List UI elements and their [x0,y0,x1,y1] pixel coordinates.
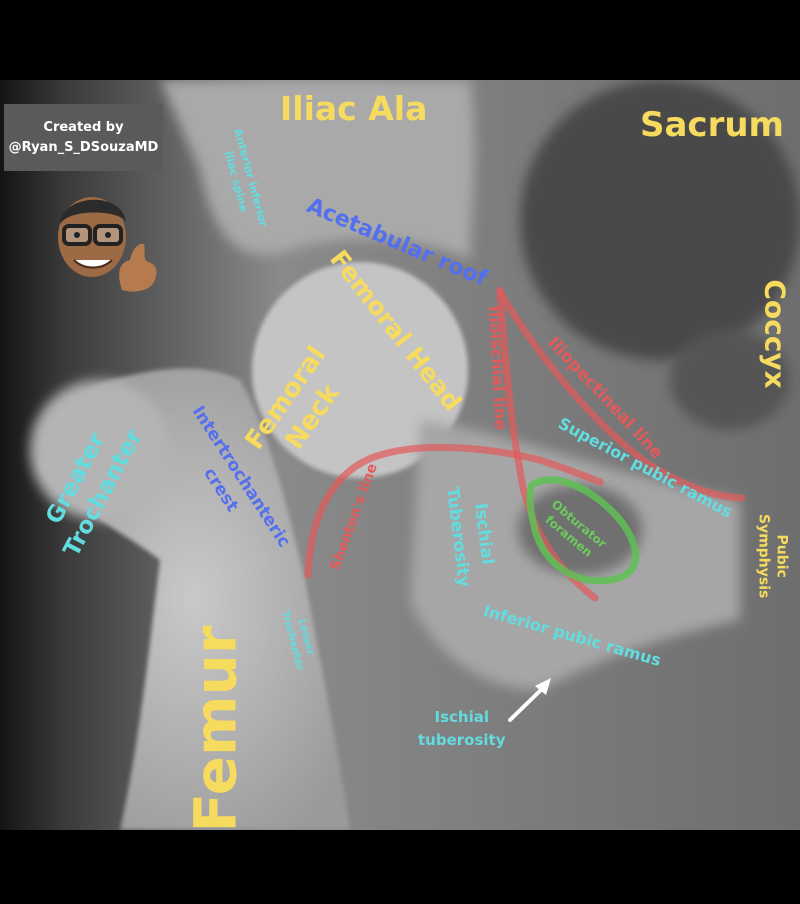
credit-box: Created by @Ryan_S_DSouzaMD [4,104,163,171]
iliopectineal-line-trace [496,288,746,502]
label-pubic-symphysis: Pubic Symphysis [754,514,790,598]
credit-line-2: @Ryan_S_DSouzaMD [8,140,159,155]
ilioischial-line-trace [496,286,599,602]
label-coccyx: Coccyx [758,279,792,389]
top-black-bar [0,0,800,80]
label-ischial-tuberosity: Ischial tuberosity [418,706,505,751]
obturator-foramen-trace [526,476,640,585]
label-line: tuberosity [418,730,506,749]
label-line: Symphysis [755,513,772,599]
label-femur: Femur [181,625,250,833]
avatar [58,197,157,292]
arrow-icon [508,678,551,722]
label-iliac-ala: Iliac Ala [280,89,428,128]
label-line: Ischial [434,708,489,726]
shentons-line-trace [304,443,604,579]
credit-line-1: Created by [43,120,124,135]
label-line: Pubic [773,534,790,578]
label-sacrum: Sacrum [640,105,784,145]
bottom-black-bar [0,830,800,900]
